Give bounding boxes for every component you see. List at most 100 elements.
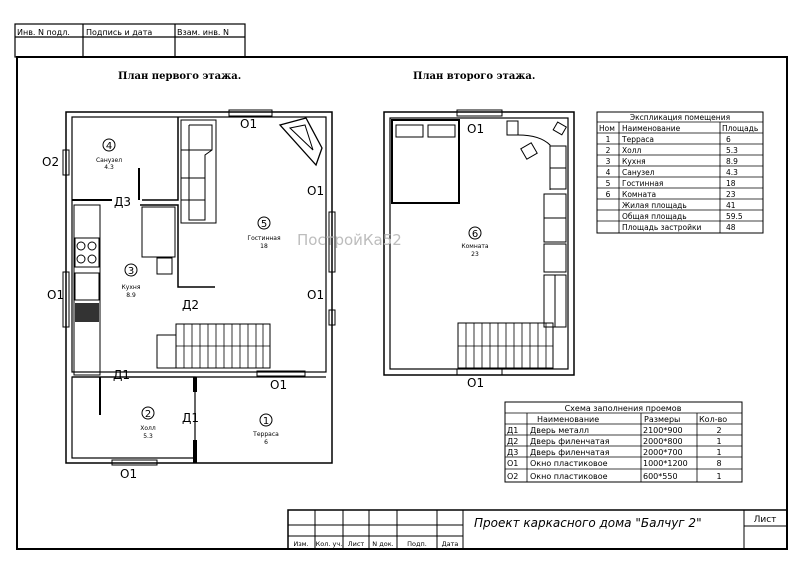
svg-text:3: 3 <box>128 266 134 277</box>
first-floor-labels: О2 Д3 О1 О1 О1 Д2 О1 Д1 О1 Д1 О1 4 Сануз… <box>42 117 324 481</box>
svg-text:Холл: Холл <box>140 425 156 432</box>
explication-table: Экспликация помещения Ном Наименование П… <box>596 111 764 234</box>
svg-text:5.3: 5.3 <box>726 146 738 155</box>
stamp-table: Инв. N подл. Подпись и дата Взам. инв. N <box>17 28 229 37</box>
svg-text:23: 23 <box>726 190 736 199</box>
table-row: Д2 Дверь филенчатая 2000*800 1 <box>507 437 722 446</box>
svg-text:1: 1 <box>606 135 611 144</box>
svg-text:Ном: Ном <box>599 124 615 133</box>
svg-text:2: 2 <box>145 409 151 420</box>
svg-text:Площадь: Площадь <box>722 124 758 133</box>
svg-text:Лист: Лист <box>348 540 365 548</box>
svg-text:6: 6 <box>472 229 478 240</box>
opening-label: Д3 <box>114 195 131 209</box>
opening-label: О1 <box>307 288 324 302</box>
svg-text:1: 1 <box>263 416 269 427</box>
svg-text:4.3: 4.3 <box>726 168 738 177</box>
svg-text:Жилая площадь: Жилая площадь <box>622 201 687 210</box>
svg-text:Санузел: Санузел <box>96 157 122 164</box>
svg-text:1: 1 <box>716 472 721 481</box>
project-title: Проект каркасного дома "Балчуг 2" <box>474 516 702 530</box>
svg-text:N док.: N док. <box>372 540 393 548</box>
opening-label: О1 <box>270 378 287 392</box>
svg-text:41: 41 <box>726 201 736 210</box>
svg-text:Дата: Дата <box>442 540 459 548</box>
table-row: 2 Холл 5.3 <box>606 146 739 155</box>
svg-text:1000*1200: 1000*1200 <box>643 459 688 468</box>
svg-text:18: 18 <box>726 179 736 188</box>
openings-schedule-table: Схема заполнения проемов Наименование Ра… <box>504 401 743 483</box>
svg-text:48: 48 <box>726 223 736 232</box>
svg-text:4.3: 4.3 <box>104 164 114 171</box>
svg-text:59.5: 59.5 <box>726 212 743 221</box>
svg-text:Экспликация помещения: Экспликация помещения <box>630 113 730 122</box>
svg-text:Площадь застройки: Площадь застройки <box>622 223 702 232</box>
title-block: Проект каркасного дома "Балчуг 2" Лист И… <box>287 509 788 550</box>
opening-label: Д1 <box>182 411 199 425</box>
stamp-header: Инв. N подл. <box>17 28 70 37</box>
second-floor-title: План второго этажа. <box>413 71 535 82</box>
svg-text:Кухня: Кухня <box>622 157 646 166</box>
svg-text:2: 2 <box>716 426 721 435</box>
svg-text:3: 3 <box>606 157 611 166</box>
svg-text:Схема заполнения проемов: Схема заполнения проемов <box>565 404 682 413</box>
svg-text:8.9: 8.9 <box>126 292 136 299</box>
table-row: 5 Гостинная 18 <box>606 179 736 188</box>
room-bedroom: 6 Комната 23 <box>461 226 489 258</box>
svg-text:Гостинная: Гостинная <box>622 179 663 188</box>
opening-label: О1 <box>467 376 484 390</box>
room-hall: 2 Холл 5.3 <box>140 406 156 440</box>
svg-text:5: 5 <box>261 219 267 230</box>
svg-text:Кол. уч.: Кол. уч. <box>316 540 343 548</box>
second-floor-plan <box>383 109 575 376</box>
stamp-header: Подпись и дата <box>86 28 152 37</box>
svg-text:Дверь филенчатая: Дверь филенчатая <box>530 448 610 457</box>
opening-label: О1 <box>467 122 484 136</box>
svg-text:Дверь филенчатая: Дверь филенчатая <box>530 437 610 446</box>
svg-text:2000*700: 2000*700 <box>643 448 683 457</box>
svg-text:Терраса: Терраса <box>621 135 654 144</box>
svg-text:Д2: Д2 <box>507 437 518 446</box>
opening-label: Д1 <box>113 368 130 382</box>
svg-text:600*550: 600*550 <box>643 472 678 481</box>
svg-text:Гостинная: Гостинная <box>247 235 281 242</box>
svg-text:Холл: Холл <box>622 146 642 155</box>
table-row: Площадь застройки 48 <box>622 223 736 232</box>
svg-text:О2: О2 <box>507 472 518 481</box>
svg-text:18: 18 <box>260 243 268 250</box>
svg-text:4: 4 <box>606 168 611 177</box>
svg-text:2: 2 <box>606 146 611 155</box>
svg-text:5: 5 <box>606 179 611 188</box>
svg-text:Изм.: Изм. <box>293 540 308 548</box>
svg-text:2000*800: 2000*800 <box>643 437 683 446</box>
svg-text:Наименование: Наименование <box>537 415 599 424</box>
svg-text:6: 6 <box>606 190 611 199</box>
svg-text:Дверь металл: Дверь металл <box>530 426 589 435</box>
svg-text:Размеры: Размеры <box>644 415 680 424</box>
second-floor-labels: О1 О1 6 Комната 23 <box>461 122 489 390</box>
svg-text:1: 1 <box>716 437 721 446</box>
svg-text:Подп.: Подп. <box>407 540 427 548</box>
table-row: Жилая площадь 41 <box>622 201 736 210</box>
svg-text:Кол-во: Кол-во <box>699 415 727 424</box>
room-terrace: 1 Терраса 6 <box>252 413 279 446</box>
svg-text:Наименование: Наименование <box>622 124 681 133</box>
svg-text:8: 8 <box>716 459 721 468</box>
sheet-label: Лист <box>754 515 777 525</box>
svg-text:Общая площадь: Общая площадь <box>622 212 687 221</box>
opening-label: О1 <box>47 288 64 302</box>
svg-text:8.9: 8.9 <box>726 157 738 166</box>
opening-label: О1 <box>120 467 137 481</box>
svg-text:4: 4 <box>106 141 112 152</box>
svg-text:Комната: Комната <box>461 243 489 250</box>
first-floor-title: План первого этажа. <box>118 71 241 82</box>
svg-text:Кухня: Кухня <box>122 284 141 291</box>
svg-text:2100*900: 2100*900 <box>643 426 683 435</box>
